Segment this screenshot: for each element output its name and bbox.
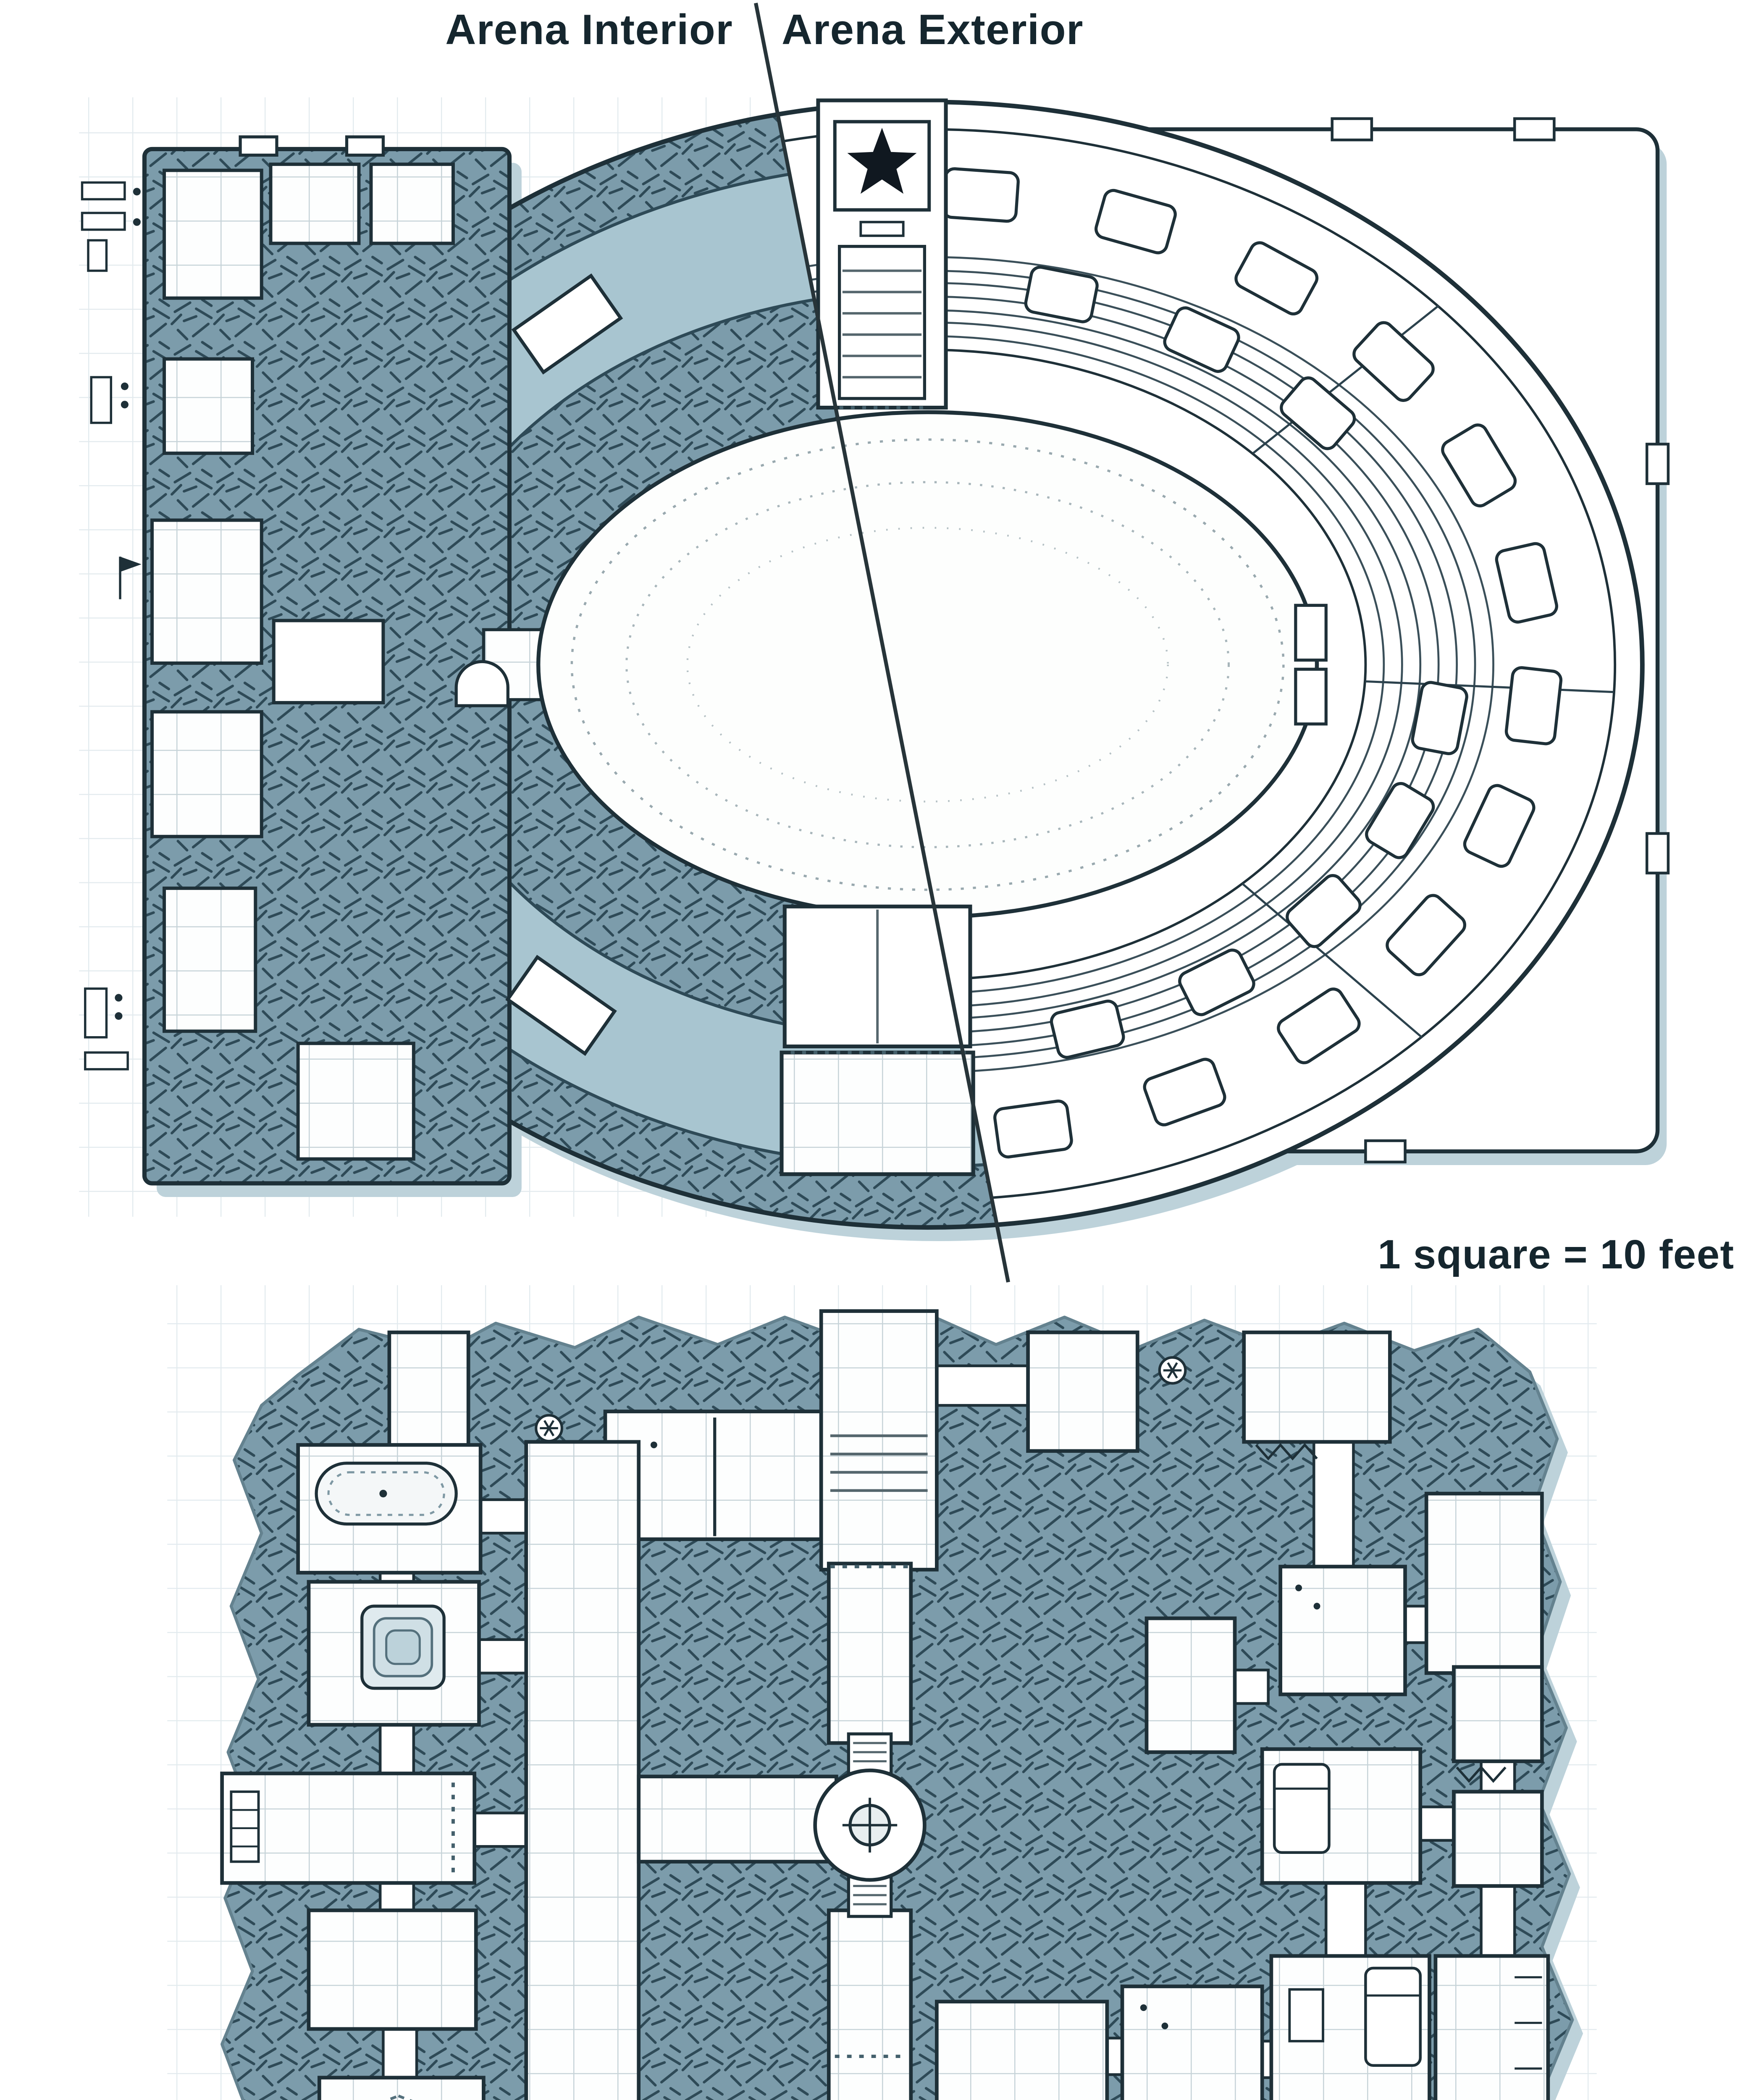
bed-icon-2	[1364, 1966, 1422, 2067]
label-arena-interior: Arena Interior	[445, 6, 733, 53]
bed-icon	[1273, 1763, 1331, 1854]
chamber-steps	[853, 1742, 887, 1906]
seating-boxes-outer-ring	[942, 167, 1563, 1159]
room-mid-south-a	[935, 2000, 1109, 2100]
dungeon-map	[220, 1309, 1583, 2100]
label-arena-exterior: Arena Exterior	[782, 6, 1084, 53]
room-far-east-a	[1452, 1665, 1544, 1763]
north-stairs	[842, 269, 922, 378]
curtain-icon-2	[1456, 1765, 1507, 1783]
table-icon	[1288, 1988, 1324, 2042]
west-arch-door	[454, 660, 509, 707]
west-gate-room	[272, 619, 385, 705]
curtain-icon	[1255, 1443, 1318, 1461]
room-west-cell	[307, 1908, 478, 2031]
room-far-east-b	[1452, 1790, 1544, 1888]
interior-exterior-divider	[754, 3, 1010, 1283]
compound-wall-notches	[1331, 117, 1670, 1163]
star-marker-icon-2	[1158, 1356, 1187, 1385]
north-corridor-stairs	[830, 1434, 928, 1492]
corridor-chamber-south	[827, 1908, 913, 2100]
corridor-north	[819, 1309, 939, 1572]
room-north-east	[1242, 1330, 1392, 1444]
northwest-angled-passage	[511, 273, 623, 375]
corridor-west	[220, 1772, 476, 1885]
debris-dots	[650, 1441, 1320, 2029]
corridor-junction	[637, 1774, 838, 1864]
corridor-east-stub	[1144, 1616, 1237, 1754]
aisle-lines	[1242, 304, 1614, 1038]
room-east-column	[1424, 1491, 1544, 1675]
north-entrance	[816, 98, 948, 410]
room-east-shelves	[1433, 1954, 1550, 2100]
central-chamber	[813, 1732, 927, 1918]
west-wing-rooms	[150, 163, 455, 1161]
furniture-icons	[81, 181, 142, 1071]
corridor-chamber-north	[827, 1562, 913, 1745]
ladder-icon	[230, 1790, 260, 1863]
seating-boxes-inner-ring	[1024, 265, 1468, 1059]
scale-note: 1 square = 10 feet	[1378, 1231, 1734, 1277]
corridor-central	[524, 1440, 641, 2100]
room-north-stub	[387, 1330, 470, 1450]
southwest-angled-passage	[505, 955, 617, 1056]
shelf-lines	[1515, 1976, 1542, 2070]
room-furnishings	[230, 1418, 1542, 2100]
east-arena-gate	[1294, 604, 1328, 726]
room-mid-south-b	[1120, 1984, 1264, 2100]
arena-map: Arena Interior Arena Exterior 1 square =…	[81, 3, 1734, 1283]
entrance-star-icon	[847, 128, 917, 194]
arena-floor	[536, 410, 1328, 919]
west-wing-crenellations	[239, 135, 385, 157]
south-entrance	[780, 904, 975, 1176]
corridor-north-east	[1026, 1330, 1139, 1453]
threshold-dotted-lines	[451, 1565, 910, 2058]
star-marker-icon	[535, 1414, 563, 1443]
dungeon-rooms	[220, 1309, 1550, 2100]
